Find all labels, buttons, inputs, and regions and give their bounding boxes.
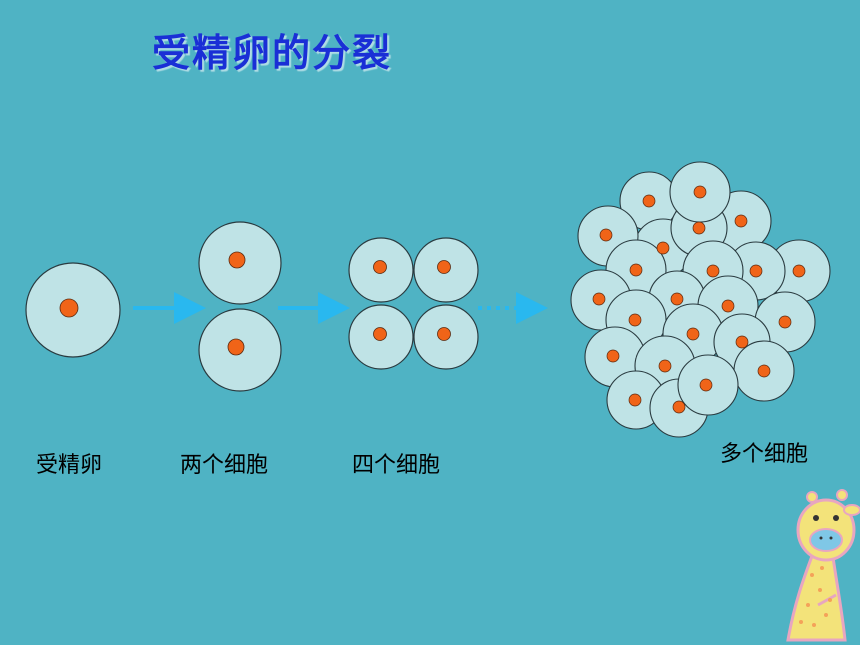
many-cells (570, 161, 831, 438)
fertilized-egg (25, 262, 121, 358)
stage-label-four-cells: 四个细胞 (352, 453, 441, 478)
stage-label-many-cells: 多个细胞 (720, 442, 809, 467)
many-cells-nuclei (592, 185, 806, 414)
slide-title: 受精卵的分裂 (152, 31, 393, 75)
stage-label-fertilized-egg: 受精卵 (36, 453, 103, 478)
four-cells (348, 237, 479, 370)
stage-label-two-cells: 两个细胞 (180, 453, 269, 478)
nucleus (59, 298, 79, 318)
two-cells (198, 221, 282, 392)
giraffe-icon (786, 489, 860, 642)
